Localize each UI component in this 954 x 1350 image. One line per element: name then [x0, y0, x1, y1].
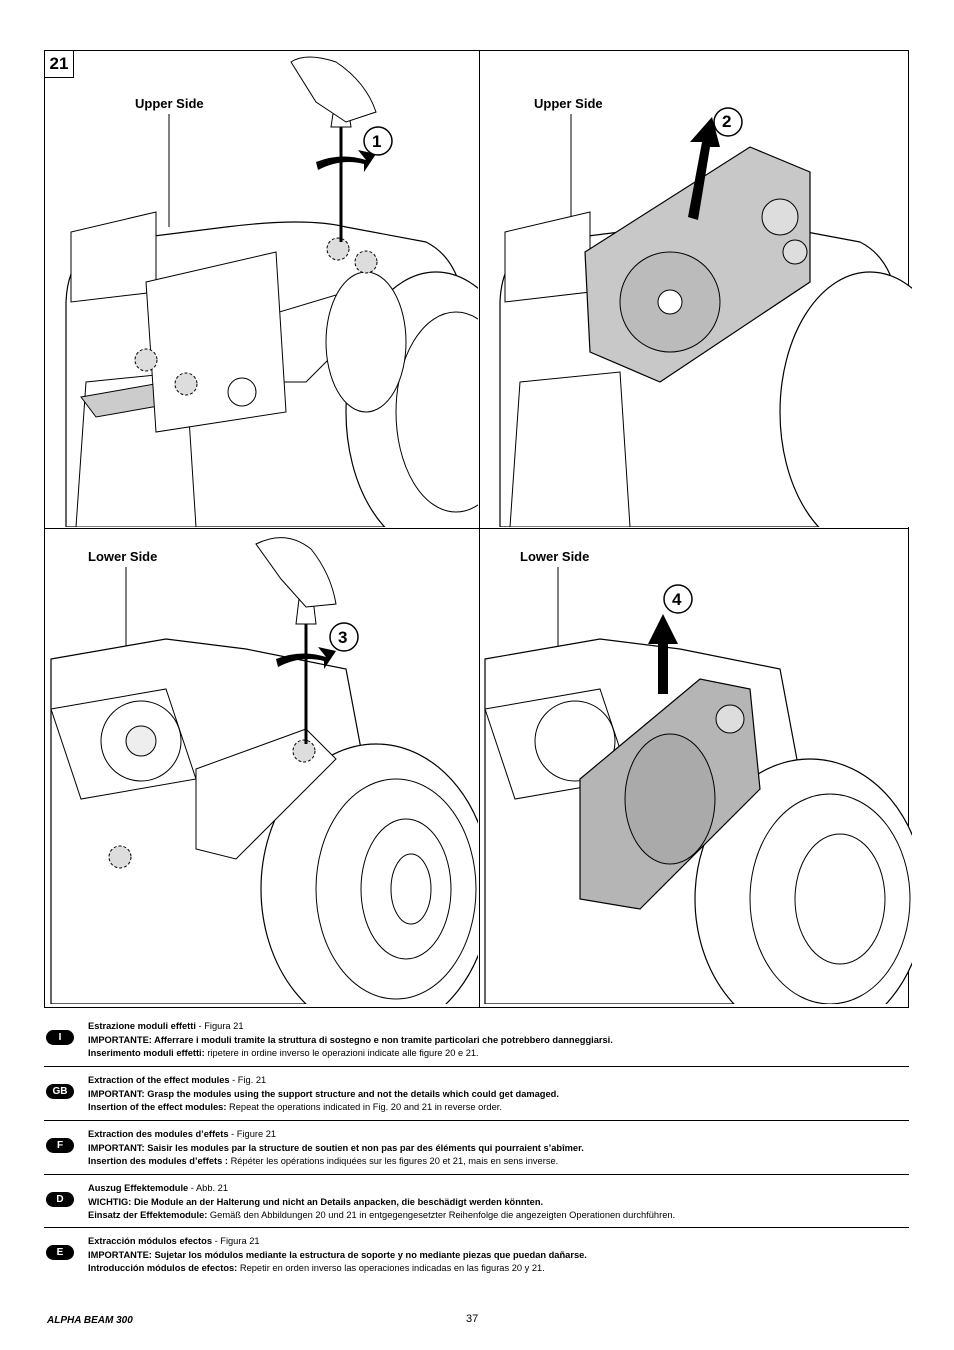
- insertion-label: Introducción módulos de efectos:: [88, 1263, 238, 1273]
- product-name: ALPHA BEAM 300: [47, 1315, 133, 1326]
- panel-upper-left: Upper Side 1: [46, 52, 478, 527]
- section-title: Extraction of the effect modules: [88, 1075, 230, 1085]
- figure-ref: - Abb. 21: [188, 1183, 229, 1193]
- insertion-text: Repeat the operations indicated in Fig. …: [226, 1102, 502, 1112]
- panel-lower-right: Lower Side 4: [480, 529, 912, 1004]
- important-note: IMPORTANTE: Afferrare i moduli tramite l…: [88, 1034, 613, 1045]
- panel-upper-right: Upper Side 2: [480, 52, 912, 527]
- figure-ref: - Figura 21: [195, 1021, 244, 1031]
- insertion-label: Insertion of the effect modules:: [88, 1102, 227, 1112]
- panel-lower-left: Lower Side 3: [46, 529, 478, 1004]
- important-note: IMPORTANTE: Sujetar los módulos mediante…: [88, 1249, 587, 1260]
- important-note: IMPORTANT: Grasp the modules using the s…: [88, 1088, 559, 1099]
- important-note: IMPORTANT: Saisir les modules par la str…: [88, 1142, 584, 1153]
- fixture-illustration: [65, 56, 478, 527]
- language-badge: GB: [46, 1084, 74, 1099]
- separator: [44, 1120, 909, 1121]
- panel-label: Upper Side: [135, 96, 204, 111]
- language-badge: I: [46, 1030, 74, 1045]
- figure-21: 21 Upper Side 1 Upper: [44, 50, 912, 1008]
- insertion-text: Gemäß den Abbildungen 20 und 21 in entge…: [207, 1210, 676, 1220]
- instructions-e: E Extracción módulos efectos - Figura 21…: [44, 1235, 909, 1287]
- insertion-label: Einsatz der Effektemodule:: [88, 1210, 208, 1220]
- fixture-illustration: [499, 107, 912, 527]
- step-number: 2: [722, 112, 732, 131]
- step-number: 1: [372, 132, 382, 151]
- important-note: WICHTIG: Die Module an der Halterung und…: [88, 1196, 544, 1207]
- language-badge: F: [46, 1138, 74, 1153]
- insertion-text: Répéter les opérations indiquées sur les…: [228, 1156, 559, 1166]
- figure-number: 21: [45, 51, 74, 78]
- figure-ref: - Figura 21: [212, 1236, 260, 1246]
- separator: [44, 1174, 909, 1175]
- language-badge: E: [46, 1245, 74, 1260]
- section-title: Auszug Effektemodule: [88, 1183, 189, 1193]
- panel-label: Lower Side: [520, 549, 590, 564]
- section-title: Extraction des modules d’effets: [88, 1129, 229, 1139]
- step-number: 3: [338, 628, 348, 647]
- insertion-label: Inserimento moduli effetti:: [88, 1048, 205, 1058]
- fixture-illustration: [50, 537, 478, 1004]
- fixture-illustration: [484, 567, 912, 1004]
- instructions-d: D Auszug Effektemodule - Abb. 21 WICHTIG…: [44, 1182, 909, 1234]
- language-badge: D: [46, 1192, 74, 1207]
- panel-label: Lower Side: [88, 549, 158, 564]
- panel-divider-vertical: [479, 51, 480, 1007]
- instructions-f: F Extraction des modules d’effets - Figu…: [44, 1128, 909, 1180]
- instructions-gb: GB Extraction of the effect modules - Fi…: [44, 1074, 909, 1126]
- panel-divider-horizontal: [45, 528, 908, 529]
- figure-ref: - Figure 21: [228, 1129, 277, 1139]
- panel-label: Upper Side: [534, 96, 603, 111]
- step-number: 4: [672, 590, 682, 609]
- page-number: 37: [466, 1313, 479, 1325]
- insertion-text: Repetir en orden inverso las operaciones…: [237, 1263, 545, 1273]
- insertion-text: ripetere in ordine inverso le operazioni…: [204, 1048, 479, 1058]
- instructions-it: I Estrazione moduli effetti - Figura 21 …: [44, 1020, 909, 1072]
- section-title: Estrazione moduli effetti: [88, 1021, 196, 1031]
- section-title: Extracción módulos efectos: [88, 1236, 212, 1246]
- insertion-label: Insertion des modules d’effets :: [88, 1156, 228, 1166]
- separator: [44, 1227, 909, 1228]
- separator: [44, 1066, 909, 1067]
- figure-ref: - Fig. 21: [229, 1075, 267, 1085]
